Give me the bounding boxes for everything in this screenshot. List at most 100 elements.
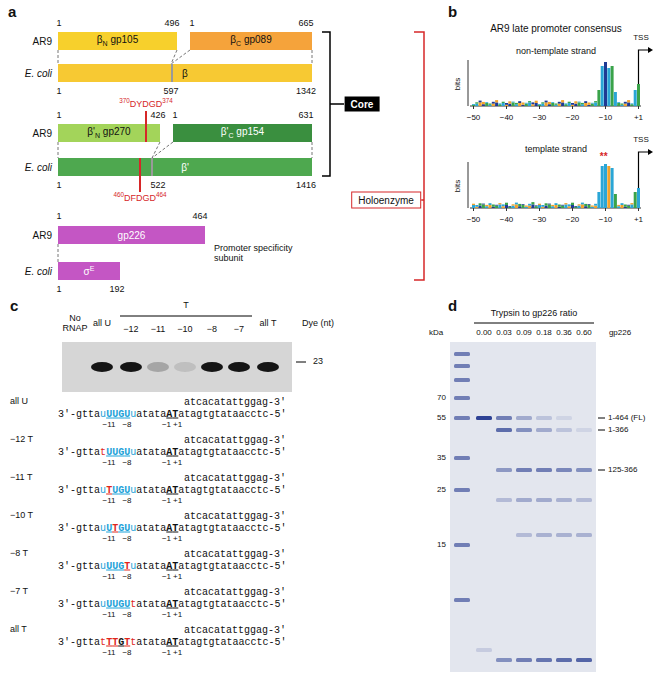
logo-letter-block [489, 105, 492, 106]
gel-band [496, 428, 512, 432]
logo-letter-block [505, 103, 508, 105]
position-label: −1 [162, 649, 171, 658]
residue-number: 1 [56, 181, 61, 191]
logo-letter-block [541, 102, 544, 103]
position-label: −8 [122, 459, 131, 468]
logo-letter-block [545, 101, 548, 103]
dashed-line [171, 50, 190, 64]
logo-letter-block [485, 103, 488, 106]
gel-band [516, 416, 532, 420]
logo-letter-block [581, 203, 584, 205]
ratio-value: 0.36 [556, 329, 572, 338]
gel-bands [454, 352, 592, 662]
position-label: −8 [122, 535, 131, 544]
variant-label: −10 T [10, 511, 33, 521]
logo-letter-block [538, 204, 541, 205]
logo-letter-block [472, 204, 475, 205]
tick-label: −10 [599, 216, 613, 225]
logo-letter-block [584, 103, 587, 106]
dashed-line [312, 142, 313, 158]
dna-strand: 3'-gttauUUGUuatataATatagtgtataacctc-5' [58, 409, 287, 420]
variant-label: all U [10, 397, 28, 407]
logo-letter-block [528, 101, 531, 102]
logo-letter-block [617, 102, 620, 104]
logo-letter-block [568, 204, 571, 206]
logo-letter-block [495, 100, 498, 102]
logo-letter-block [597, 90, 600, 106]
dashed-line [58, 244, 59, 262]
position-mark [171, 64, 173, 82]
logo-letter-block [515, 103, 518, 104]
dna-strand: atcacatattggag-3' [184, 549, 286, 560]
gel-band [496, 468, 512, 472]
dna-strand: 3'-gttauTUGUuatataATatagtgtataacctc-5' [58, 485, 287, 496]
gel-band [476, 416, 492, 420]
position-mark [145, 124, 147, 142]
logo-letter-block [528, 102, 531, 106]
position-label: −8 [122, 421, 131, 430]
panel-letter: d [448, 298, 457, 315]
gel-band [536, 468, 552, 472]
sequence-logo [472, 62, 640, 106]
gel-band [454, 352, 470, 356]
logo-letter-block [571, 203, 574, 205]
residue-number: 426 [150, 111, 165, 121]
dna-strand: atcacatattggag-3' [184, 511, 286, 522]
logo-letter-block [588, 205, 591, 208]
tick-label: −30 [533, 216, 547, 225]
gel-band [556, 533, 572, 537]
gel-band [516, 658, 532, 662]
dashed-line [58, 142, 59, 158]
logo-letter-block [637, 188, 640, 208]
logo-letter-block [601, 166, 604, 208]
logo-letter-block [561, 102, 564, 106]
dashed-line [152, 142, 160, 158]
logo-letter-block [574, 104, 577, 106]
logo-letter-block [498, 203, 501, 204]
logo-letter-block [515, 203, 518, 205]
logo-letter-block [489, 104, 492, 105]
logo-letter-block [495, 204, 498, 206]
panel-letter: a [8, 4, 16, 21]
logo-letter-block [485, 205, 488, 206]
position-label: +1 [173, 421, 182, 430]
dna-strand: 3'-gttatTTGTtatataATatagtgtataacctc-5' [58, 637, 287, 648]
logo-letter-block [545, 203, 548, 205]
gel-band [496, 498, 512, 502]
logo-letter-block [601, 66, 604, 106]
logo-letter-block [568, 103, 571, 106]
size-label: Dye (nt) [302, 319, 334, 329]
tick-label: −20 [566, 114, 580, 123]
logo-letter-block [555, 203, 558, 205]
gel-band [454, 364, 470, 368]
logo-letter-block [627, 206, 630, 208]
dashed-line [312, 50, 313, 64]
logo-letter-block [574, 206, 577, 208]
logo-letter-block [564, 203, 567, 204]
dashed-line [58, 50, 59, 64]
logo-letter-block [495, 102, 498, 106]
gel-band [576, 498, 592, 502]
gel-band [454, 598, 470, 602]
gel-band [576, 468, 592, 472]
logo-letter-block [492, 102, 495, 104]
gel-band [536, 498, 552, 502]
gel-band [496, 658, 512, 662]
logo-letter-block [591, 102, 594, 104]
holoenzyme-bracket [414, 32, 424, 280]
logo-letter-block [525, 104, 528, 106]
position-label: −8 [122, 611, 131, 620]
logo-letter-block [472, 104, 475, 106]
residue-number: 597 [163, 87, 178, 97]
arrowhead [648, 149, 653, 155]
protein-bar: gp226 [58, 226, 205, 244]
position-label: −8 [122, 649, 131, 658]
gel-band [536, 416, 552, 420]
ratio-value: 0.09 [516, 329, 532, 338]
ratio-value: 0.18 [536, 329, 552, 338]
dna-strand: 3'-gttauUTGUuatataATatagtgtataacctc-5' [58, 523, 287, 534]
species-label: AR9 [33, 128, 52, 139]
position-label: +1 [173, 611, 182, 620]
logo-letter-block [492, 207, 495, 208]
logo-letter-block [551, 103, 554, 106]
